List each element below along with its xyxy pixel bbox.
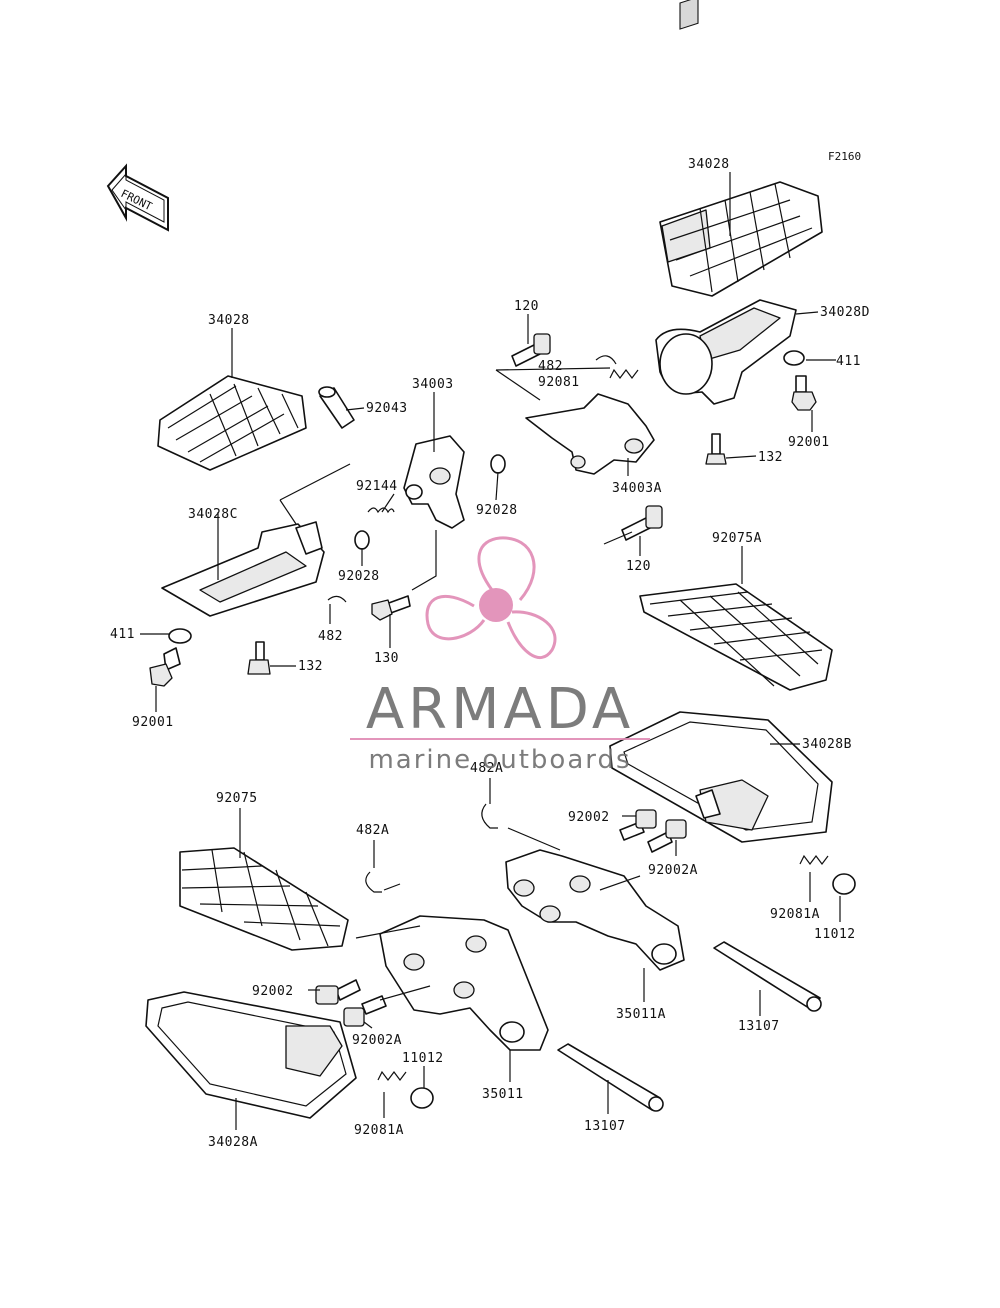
part-label: 92144 (356, 479, 398, 494)
part-label: 34028C (188, 507, 238, 522)
bolt-132-left (247, 641, 271, 675)
part-label: 482A (470, 761, 503, 776)
part-labels: 34028 34028 34028D 411 92001 132 120 482… (110, 157, 870, 1150)
part-label: 92075A (712, 531, 762, 546)
clip-482-left (327, 595, 347, 603)
part-label: 482A (356, 823, 389, 838)
spring-92081A-right (799, 854, 829, 865)
bolt-92001-right (791, 375, 817, 411)
propeller-logo-icon (425, 536, 557, 659)
part-label: 13107 (584, 1119, 626, 1134)
clip-482A-upper (481, 803, 498, 829)
part-label: 92002 (252, 984, 294, 999)
bushing-92028-right (490, 454, 506, 474)
washer-411-left (168, 628, 192, 644)
pivot-pin-13107-right (713, 941, 822, 1012)
part-label: 92002A (352, 1033, 402, 1048)
bolt-92002A-upper (647, 819, 687, 853)
bolt-92001-left (149, 647, 181, 687)
part-label: 92075 (216, 791, 258, 806)
pivot-pin-13107-left (557, 1043, 664, 1112)
clip-482-top (595, 355, 617, 365)
pin-92043 (318, 386, 355, 429)
footpeg-rubber-92075A (639, 583, 833, 691)
part-label: 92002A (648, 863, 698, 878)
footpeg-rubber-top-left (157, 375, 307, 471)
part-label: 411 (836, 354, 861, 369)
leader-lines (140, 172, 841, 1130)
bolt-120-bottom (621, 505, 663, 541)
part-label: 482 (538, 359, 563, 374)
part-label: 34028 (208, 313, 250, 328)
part-label: 92081A (354, 1123, 404, 1138)
part-label: 13107 (738, 1019, 780, 1034)
washer-411-right (783, 350, 805, 366)
part-label: 34003 (412, 377, 454, 392)
bushing-11012-left (410, 1087, 434, 1109)
part-label: 92028 (338, 569, 380, 584)
bracket-35011A (505, 849, 685, 971)
part-label: 92081 (538, 375, 580, 390)
watermark: ARMADA marine outboards (350, 536, 650, 775)
footpeg-rubber-top-right (659, 0, 823, 297)
watermark-divider (350, 738, 650, 740)
part-label: 120 (514, 299, 539, 314)
part-label: 120 (626, 559, 651, 574)
part-label: 130 (374, 651, 399, 666)
footboard-34028A (145, 991, 357, 1119)
bolt-92002-upper (619, 809, 657, 841)
bolt-92002A-lower (343, 995, 387, 1027)
watermark-brand: ARMADA (366, 677, 634, 742)
bolt-132-right (705, 433, 727, 465)
part-label: 92028 (476, 503, 518, 518)
part-label: 34028A (208, 1135, 258, 1150)
spring-92144 (367, 507, 395, 514)
spring-92081A-left (377, 1070, 407, 1081)
part-label: 35011A (616, 1007, 666, 1022)
part-label: 34028D (820, 305, 870, 320)
part-label: 92081A (770, 907, 820, 922)
part-label: 92043 (366, 401, 408, 416)
spring-92081 (609, 368, 639, 379)
part-label: 35011 (482, 1087, 524, 1102)
part-label: 92001 (132, 715, 174, 730)
footpeg-bracket-top-right (655, 299, 797, 405)
part-label: 482 (318, 629, 343, 644)
bushing-11012-right (832, 873, 856, 895)
part-label: 92002 (568, 810, 610, 825)
footpeg-bracket-left (161, 521, 325, 617)
bracket-35011 (379, 915, 549, 1051)
part-label: 132 (758, 450, 783, 465)
footpeg-rubber-92075 (179, 847, 349, 951)
bracket-34003A (525, 393, 655, 475)
part-label: 411 (110, 627, 135, 642)
bolt-130 (371, 595, 411, 621)
part-label: 11012 (402, 1051, 444, 1066)
part-label: 92001 (788, 435, 830, 450)
part-label: 132 (298, 659, 323, 674)
part-label: 34028B (802, 737, 852, 752)
bolt-92002-lower (315, 979, 361, 1005)
front-arrow-icon: FRONT (106, 163, 169, 232)
bracket-34003 (403, 435, 465, 529)
clip-482A-lower (365, 871, 382, 893)
watermark-tagline: marine outboards (368, 745, 631, 775)
part-label: 11012 (814, 927, 856, 942)
part-label: 34003A (612, 481, 662, 496)
figure-ref: F2160 (828, 150, 861, 163)
bolt-120-top (511, 333, 551, 367)
bushing-92028-left (354, 530, 370, 550)
assembly-lines (279, 367, 641, 1001)
part-label: 34028 (688, 157, 730, 172)
